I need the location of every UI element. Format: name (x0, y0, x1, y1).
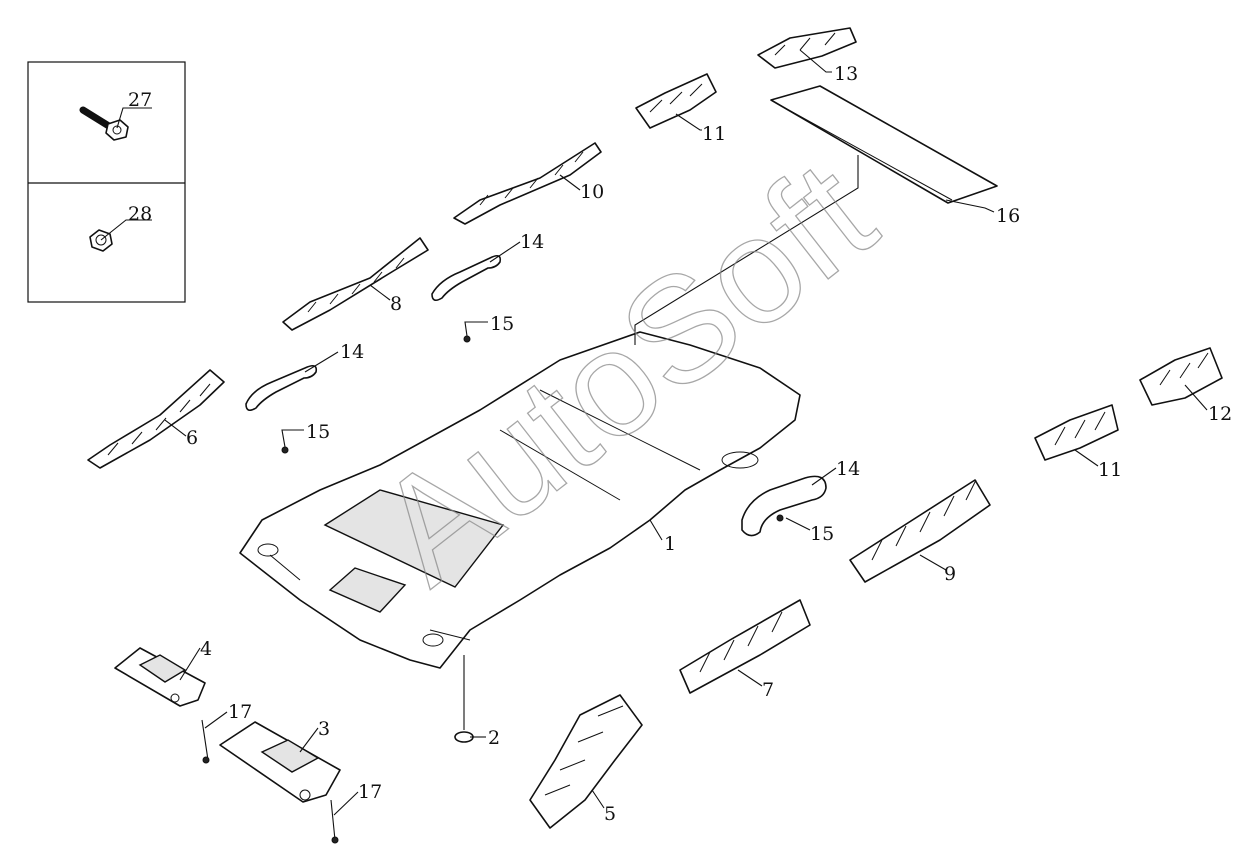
callout-13: 13 (834, 63, 858, 85)
part-17-upper-screw (201, 719, 210, 764)
part-17-lower-screw (330, 799, 339, 844)
callout-11-upper: 11 (702, 123, 726, 145)
callout-27: 27 (128, 89, 152, 111)
part-14-upper-grab-handle (431, 254, 502, 302)
part-14-middle-grab-handle (245, 364, 318, 412)
callout-7: 7 (762, 679, 774, 701)
part-15-right-screw (776, 514, 784, 522)
callout-14-middle: 14 (340, 341, 364, 363)
callout-15-upper: 15 (490, 313, 514, 335)
callout-28: 28 (128, 203, 152, 225)
callout-5: 5 (604, 803, 616, 825)
callout-17-lower: 17 (358, 781, 382, 803)
part-15-upper-screw (463, 335, 471, 343)
part-13-bracket (757, 27, 857, 69)
part-3-sun-visor (219, 721, 341, 803)
callout-8: 8 (390, 293, 402, 315)
callout-3: 3 (318, 718, 330, 740)
callout-1: 1 (664, 533, 676, 555)
callout-9: 9 (944, 563, 956, 585)
part-12-bracket (1139, 347, 1223, 406)
part-5-wire-bracket (529, 694, 643, 829)
fastener-inset-box (27, 61, 186, 303)
part-9-wire-bracket (849, 479, 991, 583)
callout-14-upper: 14 (520, 231, 544, 253)
callout-6: 6 (186, 427, 198, 449)
part-4-sun-visor (114, 647, 206, 707)
callout-17-upper: 17 (228, 701, 252, 723)
callout-15-middle: 15 (306, 421, 330, 443)
part-16-leader (634, 155, 859, 345)
part-8-wire-bracket (282, 237, 429, 331)
callout-15-right: 15 (810, 523, 834, 545)
part-27-bolt (79, 106, 129, 141)
callout-4: 4 (200, 638, 212, 660)
part-11-right-bracket (1034, 404, 1119, 461)
callout-16: 16 (996, 205, 1020, 227)
callout-labels: 27 28 13 11 10 16 14 8 15 14 15 6 12 11 … (128, 63, 1232, 825)
part-2-clip (454, 655, 474, 743)
leader-lines (100, 49, 1208, 816)
part-6-wire-bracket (87, 369, 225, 469)
part-1-headliner-panel (239, 331, 801, 669)
callout-2: 2 (488, 727, 500, 749)
part-11-upper-bracket (635, 73, 717, 129)
callout-11-right: 11 (1098, 459, 1122, 481)
callout-12: 12 (1208, 403, 1232, 425)
part-10-wire-bracket (453, 142, 602, 225)
callout-14-right: 14 (836, 458, 860, 480)
part-16-insulation-pad (770, 85, 998, 204)
part-7-wire-bracket (679, 599, 811, 694)
part-15-middle-screw (281, 446, 289, 454)
callout-10: 10 (580, 181, 604, 203)
part-14-right-grab-handle (741, 475, 827, 537)
